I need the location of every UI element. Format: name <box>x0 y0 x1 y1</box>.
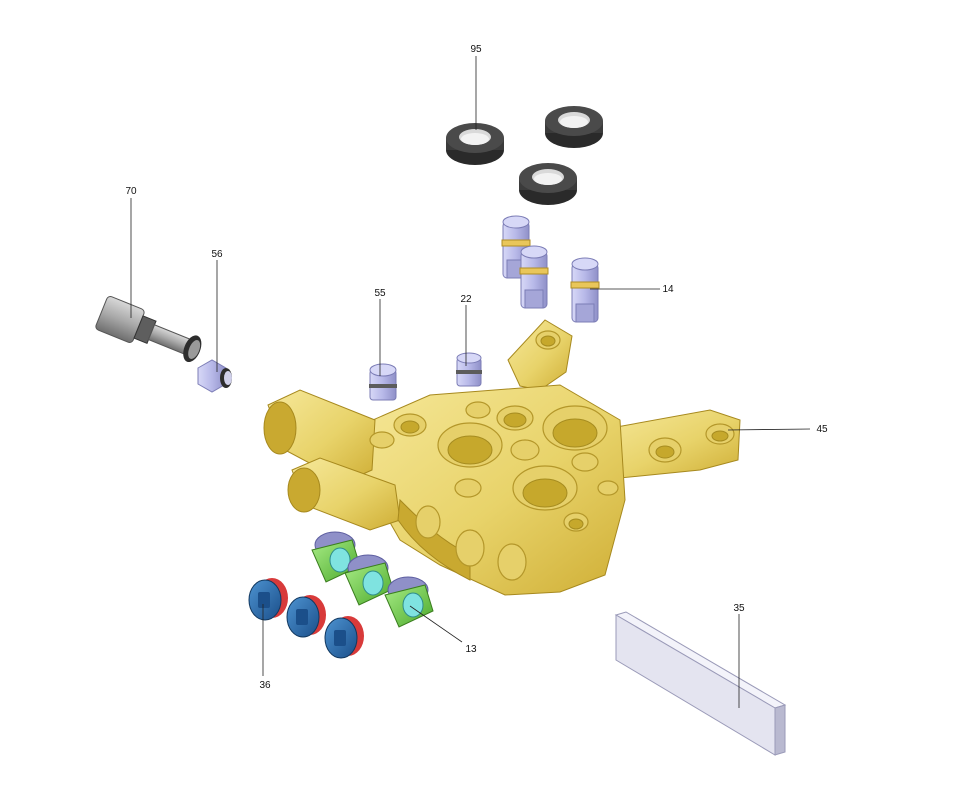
manifold-head-45 <box>263 319 741 596</box>
valve-3 <box>570 257 600 323</box>
check-valve-1 <box>311 531 361 583</box>
valve-2 <box>519 245 549 309</box>
seal-ring-3 <box>519 163 577 205</box>
callout-36: 36 <box>259 680 271 691</box>
callout-95: 95 <box>470 44 482 55</box>
check-valve-3 <box>384 576 434 628</box>
unloader-valve-70 <box>95 296 202 363</box>
leader-13 <box>409 605 463 643</box>
leader-45 <box>727 428 811 431</box>
plug-a <box>248 578 288 621</box>
callout-55: 55 <box>374 288 386 299</box>
plug-55 <box>369 363 397 401</box>
callout-70: 70 <box>125 186 137 197</box>
callout-13: 13 <box>465 644 477 655</box>
callout-35: 35 <box>733 603 745 614</box>
seal-ring-1 <box>446 123 504 165</box>
seal-ring-2 <box>545 106 603 148</box>
plug-b <box>286 595 326 638</box>
valve-cartridge-14 <box>501 215 600 323</box>
leader-lines <box>130 56 811 708</box>
nut-56 <box>197 359 232 393</box>
callout-14: 14 <box>662 284 674 295</box>
check-valve-2 <box>344 554 394 606</box>
check-valve-13 <box>311 531 434 628</box>
callout-56: 56 <box>211 249 223 260</box>
plug-22 <box>456 352 482 387</box>
plug-c <box>324 616 364 659</box>
seal-ring-95 <box>446 106 603 205</box>
callout-45: 45 <box>816 424 828 435</box>
plate-35 <box>614 611 787 756</box>
valve-plug-36 <box>248 578 364 659</box>
callout-22: 22 <box>460 294 472 305</box>
callout-labels: 95 70 56 55 22 14 45 35 13 36 <box>125 44 828 691</box>
